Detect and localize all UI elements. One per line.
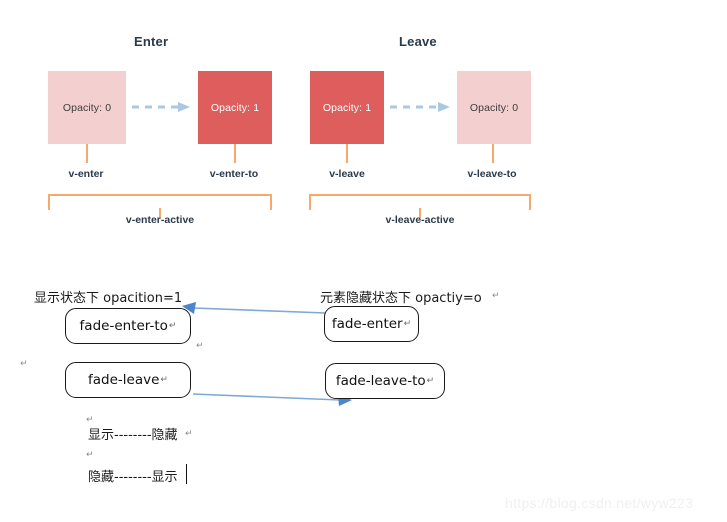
watermark-text: https://blog.csdn.net/wyw223 [505, 495, 694, 511]
enter-from-box-label: Opacity: 0 [62, 101, 112, 114]
leave-to-stem [492, 144, 494, 163]
enter-to-box: Opacity: 1 [198, 71, 272, 144]
enter-from-stem [86, 144, 88, 163]
box-fade-enter-to-label: fade-enter-to [79, 318, 168, 334]
box-fade-leave-mark: ↵ [160, 375, 168, 385]
box-fade-leave-label: fade-leave [88, 372, 160, 388]
leave-from-stem [346, 144, 348, 163]
notes-heading-left: 显示状态下 opacition=1 [34, 291, 183, 306]
enter-to-tag: v-enter-to [209, 168, 259, 180]
box-fade-enter-to-mark: ↵ [168, 321, 177, 331]
text-caret [186, 464, 187, 484]
box-fade-enter-mark: ↵ [403, 319, 412, 329]
box-fade-leave: fade-leave↵ [65, 362, 191, 398]
box-fade-enter: fade-enter↵ [324, 306, 419, 342]
stray-mark-4: ↵ [86, 449, 94, 459]
box-fade-enter-to: fade-enter-to↵ [65, 308, 191, 344]
stray-mark-3: ↵ [86, 414, 94, 424]
enter-from-box: Opacity: 0 [48, 71, 126, 144]
leave-from-box-label: Opacity: 1 [322, 101, 372, 114]
leave-from-box: Opacity: 1 [310, 71, 384, 144]
footer-line-1-mark: ↵ [185, 428, 193, 438]
leave-active-bracket-stem [419, 208, 421, 218]
leave-to-box: Opacity: 0 [457, 71, 531, 144]
leave-dashed-arrow-icon [390, 102, 450, 112]
notes-heading-right: 元素隐藏状态下 opactiy=o [320, 291, 482, 306]
notes-heading-right-mark: ↵ [492, 290, 500, 300]
box-fade-leave-to-mark: ↵ [426, 376, 435, 386]
enter-to-stem [234, 144, 236, 163]
enter-from-tag: v-enter [68, 168, 104, 180]
enter-diagram-title: Enter [134, 34, 169, 49]
stray-mark-1: ↵ [196, 340, 204, 350]
box-fade-enter-label: fade-enter [331, 316, 403, 332]
enter-dashed-arrow-icon [132, 102, 190, 112]
box-fade-leave-to-label: fade-leave-to [335, 373, 426, 389]
leave-from-tag: v-leave [329, 168, 365, 180]
leave-to-tag: v-leave-to [467, 168, 517, 180]
footer-line-2: 隐藏--------显示 [88, 470, 178, 485]
leave-to-box-label: Opacity: 0 [469, 101, 519, 114]
leave-diagram-title: Leave [399, 34, 437, 49]
enter-to-box-label: Opacity: 1 [210, 101, 260, 114]
enter-active-bracket [48, 194, 272, 210]
enter-active-tag: v-enter-active [125, 214, 195, 226]
leave-active-bracket [309, 194, 531, 210]
leave-active-tag: v-leave-active [385, 214, 455, 226]
enter-active-bracket-stem [159, 208, 161, 218]
footer-line-1: 显示--------隐藏 [88, 428, 178, 443]
box-fade-leave-to: fade-leave-to↵ [325, 363, 445, 399]
stray-mark-2: ↵ [20, 358, 28, 368]
